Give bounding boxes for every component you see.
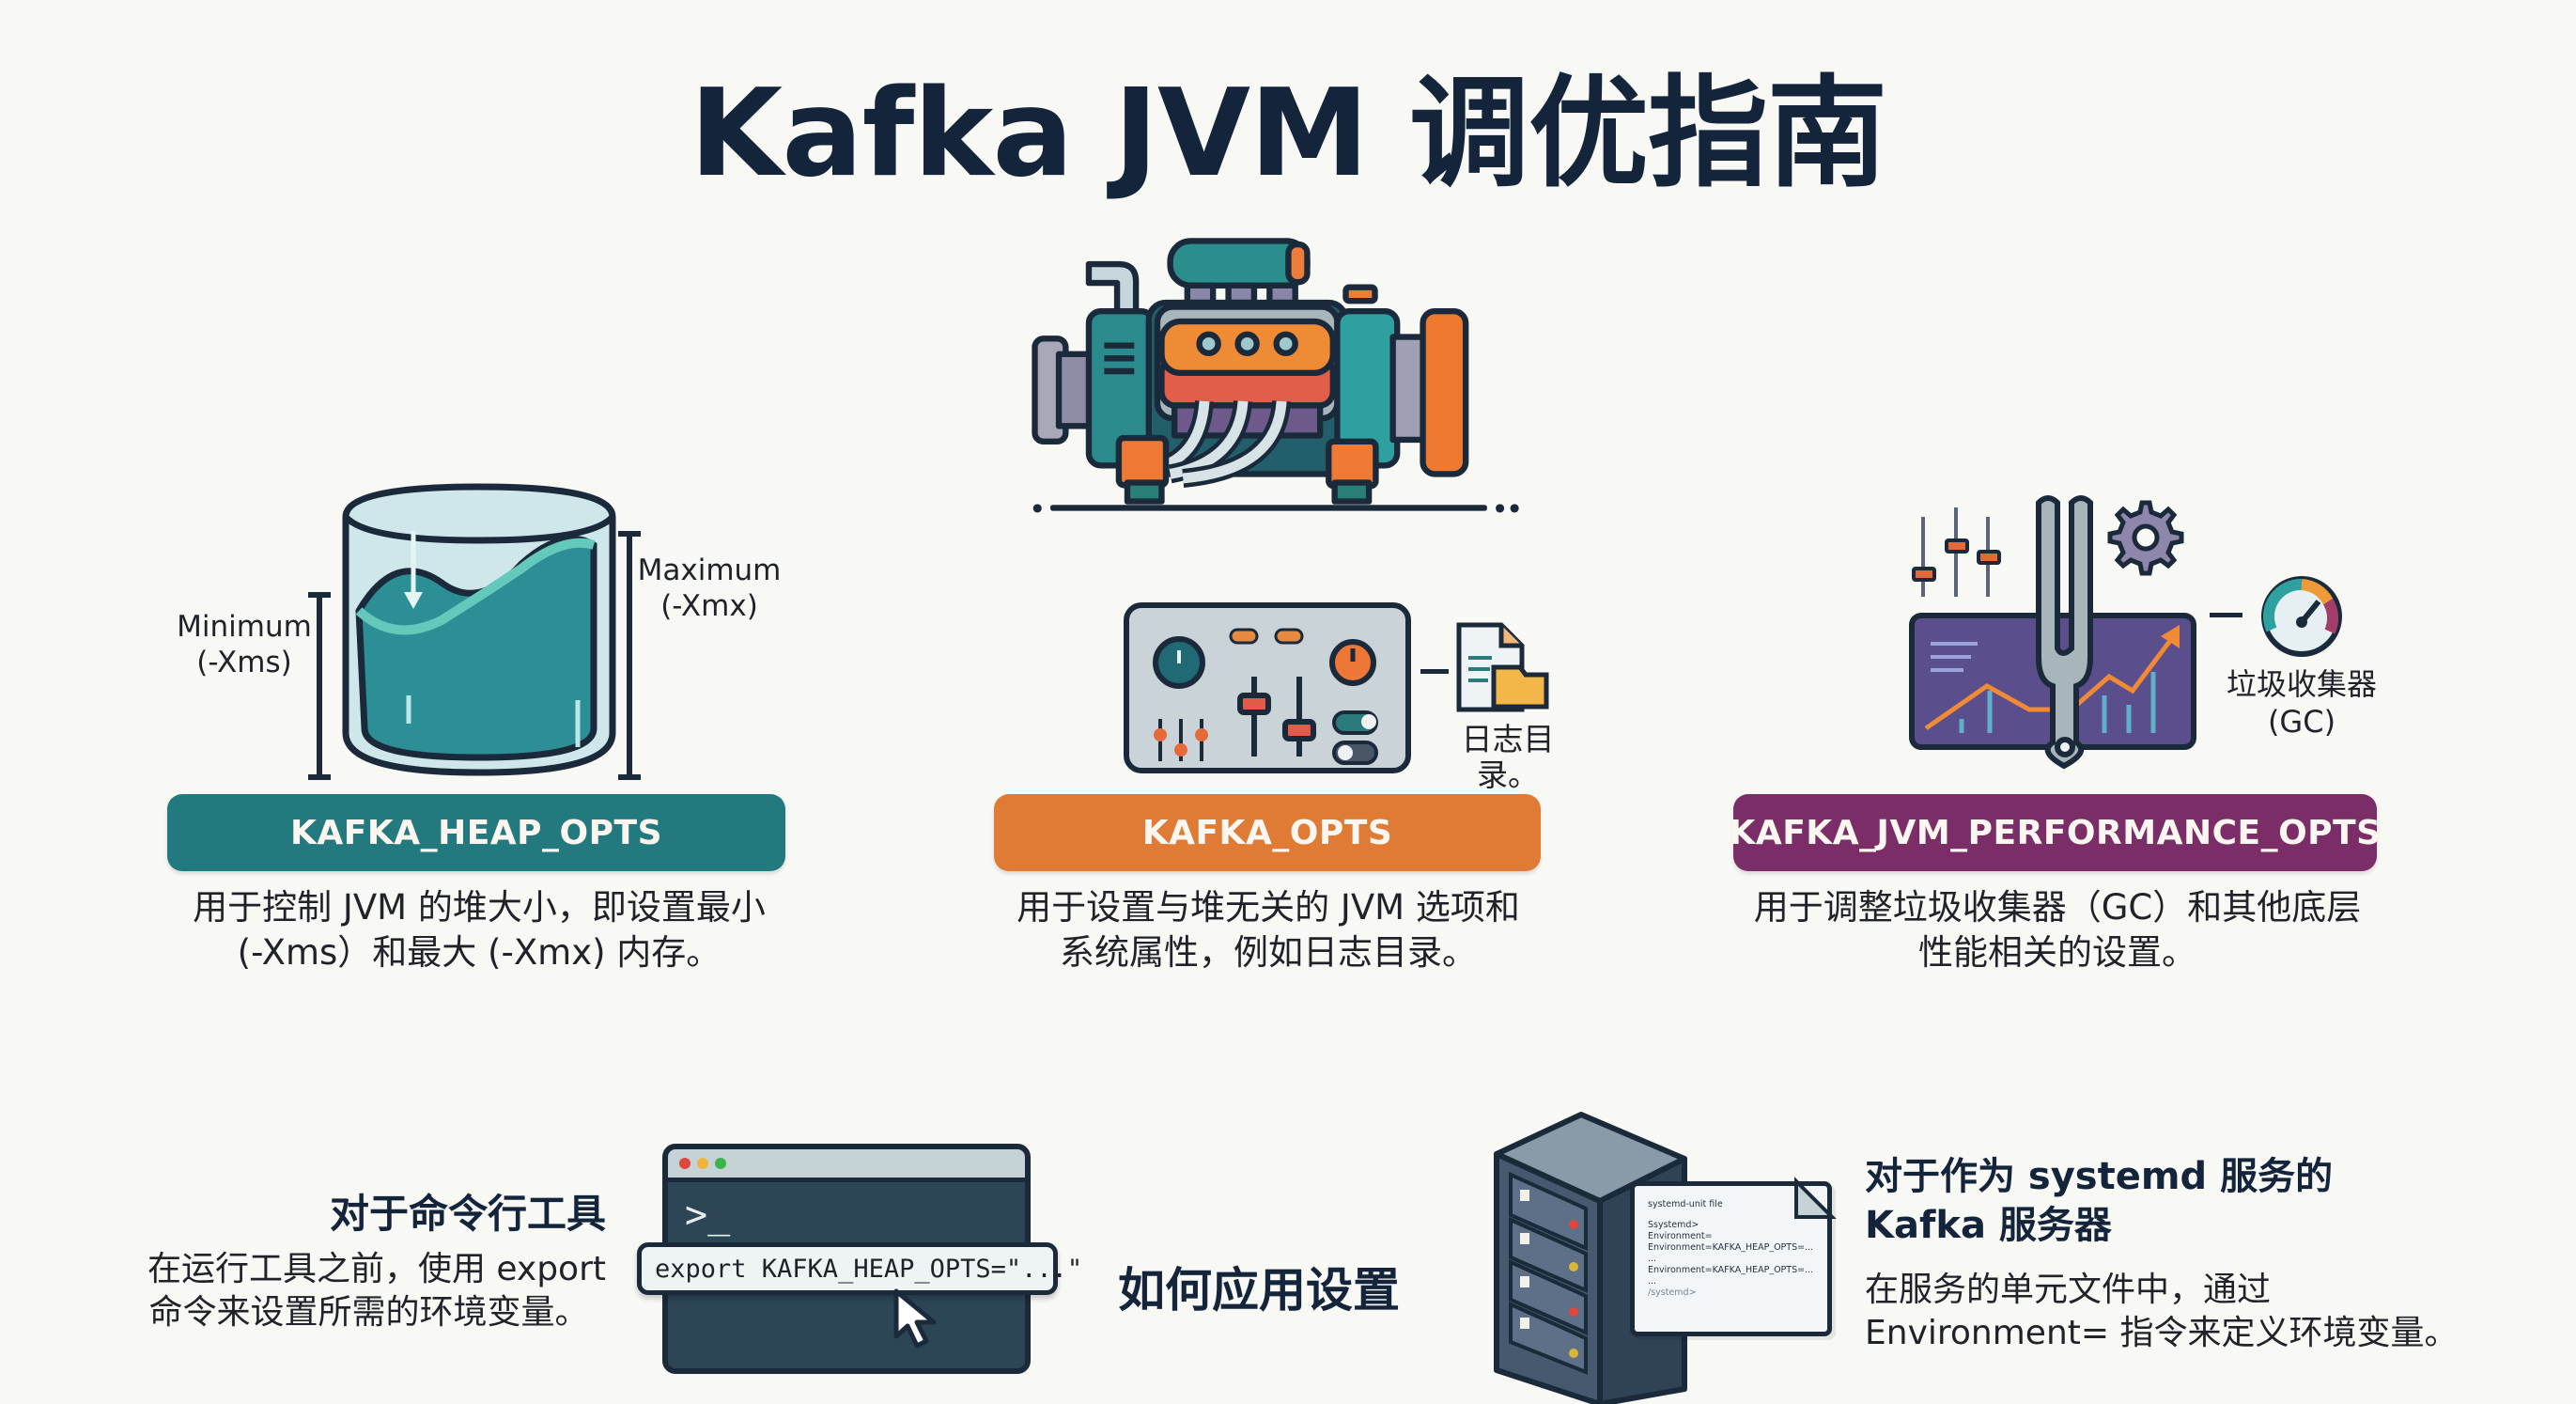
kafka-opts-badge: KAFKA_OPTS [994, 794, 1541, 871]
terminal-prompt: >_ [685, 1193, 731, 1237]
unit-file-line: ... [1648, 1276, 1657, 1287]
cli-heading: 对于命令行工具 [329, 1191, 606, 1237]
max-label: Maximum [637, 554, 782, 587]
engine-icon [1032, 238, 1519, 513]
folded-corner-icon [1794, 1177, 1837, 1219]
terminal-titlebar [668, 1149, 1025, 1182]
unit-file-line: Environment= [1648, 1231, 1713, 1241]
connector-line [2210, 613, 2242, 617]
description-line: (-Xms）和最大 (-Xmx) 内存。 [237, 932, 722, 973]
description-line: 用于设置与堆无关的 JVM 选项和 [1016, 887, 1520, 928]
heap-opts-badge: KAFKA_HEAP_OPTS [167, 794, 785, 871]
heading-line: Kafka 服务器 [1865, 1204, 2112, 1247]
cli-description: 在运行工具之前，使用 export 命令来设置所需的环境变量。 [94, 1248, 606, 1334]
log-folder-icon [1456, 622, 1549, 712]
gc-annotation: 垃圾收集器 (GC) [2212, 665, 2391, 741]
close-dot-icon [679, 1158, 691, 1169]
unit-file-line: ... [1648, 1254, 1657, 1264]
min-label: Minimum [177, 610, 312, 644]
heading-line: 对于作为 systemd 服务的 [1865, 1155, 2334, 1198]
unit-file-lines: systemd-unit file Ssystemd> Environment=… [1648, 1199, 1827, 1299]
performance-opts-label: KAFKA_JVM_PERFORMANCE_OPTS [1729, 813, 2382, 852]
unit-file-line: systemd-unit file [1648, 1199, 1723, 1209]
gc-abbr: (GC) [2267, 704, 2336, 740]
maximize-dot-icon [715, 1158, 726, 1169]
kafka-opts-label: KAFKA_OPTS [1141, 813, 1393, 852]
max-flag: (-Xmx) [660, 589, 758, 623]
control-panel-icon [1124, 602, 1411, 773]
description-line: 用于调整垃圾收集器（GC）和其他底层 [1753, 887, 2362, 928]
max-annotation: Maximum (-Xmx) [634, 553, 784, 624]
min-flag: (-Xms) [196, 646, 292, 679]
gc-label: 垃圾收集器 [2226, 666, 2377, 702]
systemd-heading: 对于作为 systemd 服务的 Kafka 服务器 [1865, 1152, 2333, 1250]
min-bracket-icon [308, 592, 331, 780]
mouse-cursor-icon [893, 1288, 937, 1349]
description-line: 用于控制 JVM 的堆大小，即设置最小 [193, 887, 766, 928]
kafka-opts-description: 用于设置与堆无关的 JVM 选项和 系统属性，例如日志目录。 [939, 885, 1597, 975]
performance-opts-badge: KAFKA_JVM_PERFORMANCE_OPTS [1729, 794, 2381, 871]
log-dir-annotation: 日志目录。 [1461, 721, 1555, 793]
heap-opts-label: KAFKA_HEAP_OPTS [289, 813, 663, 852]
minimize-dot-icon [697, 1158, 708, 1169]
unit-file-line: Environment=KAFKA_HEAP_OPTS=... [1648, 1265, 1814, 1275]
gauge-icon [2261, 576, 2342, 657]
unit-file-line: Environment=KAFKA_HEAP_OPTS=... [1648, 1242, 1814, 1253]
description-line: 命令来设置所需的环境变量。 [148, 1293, 589, 1332]
unit-file-line: /systemd> [1648, 1287, 1697, 1298]
how-to-apply-heading: 如何应用设置 [1118, 1263, 1400, 1318]
connector-line [1420, 669, 1449, 674]
heap-cylinder-icon [342, 483, 616, 776]
export-command: export KAFKA_HEAP_OPTS="..." [655, 1254, 1083, 1284]
systemd-description: 在服务的单元文件中，通过 Environment= 指令来定义环境变量。 [1865, 1269, 2458, 1355]
max-bracket-icon [618, 531, 641, 780]
description-line: 在服务的单元文件中，通过 [1865, 1271, 2272, 1309]
min-annotation: Minimum (-Xms) [169, 609, 319, 680]
description-line: 系统属性，例如日志目录。 [1060, 932, 1477, 973]
tuning-fork-chart-icon [1909, 495, 2196, 770]
description-line: Environment= 指令来定义环境变量。 [1865, 1314, 2459, 1352]
page-title: Kafka JVM 调优指南 [690, 64, 1887, 204]
description-line: 在运行工具之前，使用 export [147, 1250, 606, 1288]
unit-file-line: Ssystemd> [1648, 1220, 1699, 1230]
description-line: 性能相关的设置。 [1918, 932, 2196, 973]
heap-opts-description: 用于控制 JVM 的堆大小，即设置最小 (-Xms）和最大 (-Xmx) 内存。 [122, 885, 836, 975]
export-command-box[interactable]: export KAFKA_HEAP_OPTS="..." [637, 1242, 1082, 1295]
performance-opts-description: 用于调整垃圾收集器（GC）和其他底层 性能相关的设置。 [1700, 885, 2414, 975]
